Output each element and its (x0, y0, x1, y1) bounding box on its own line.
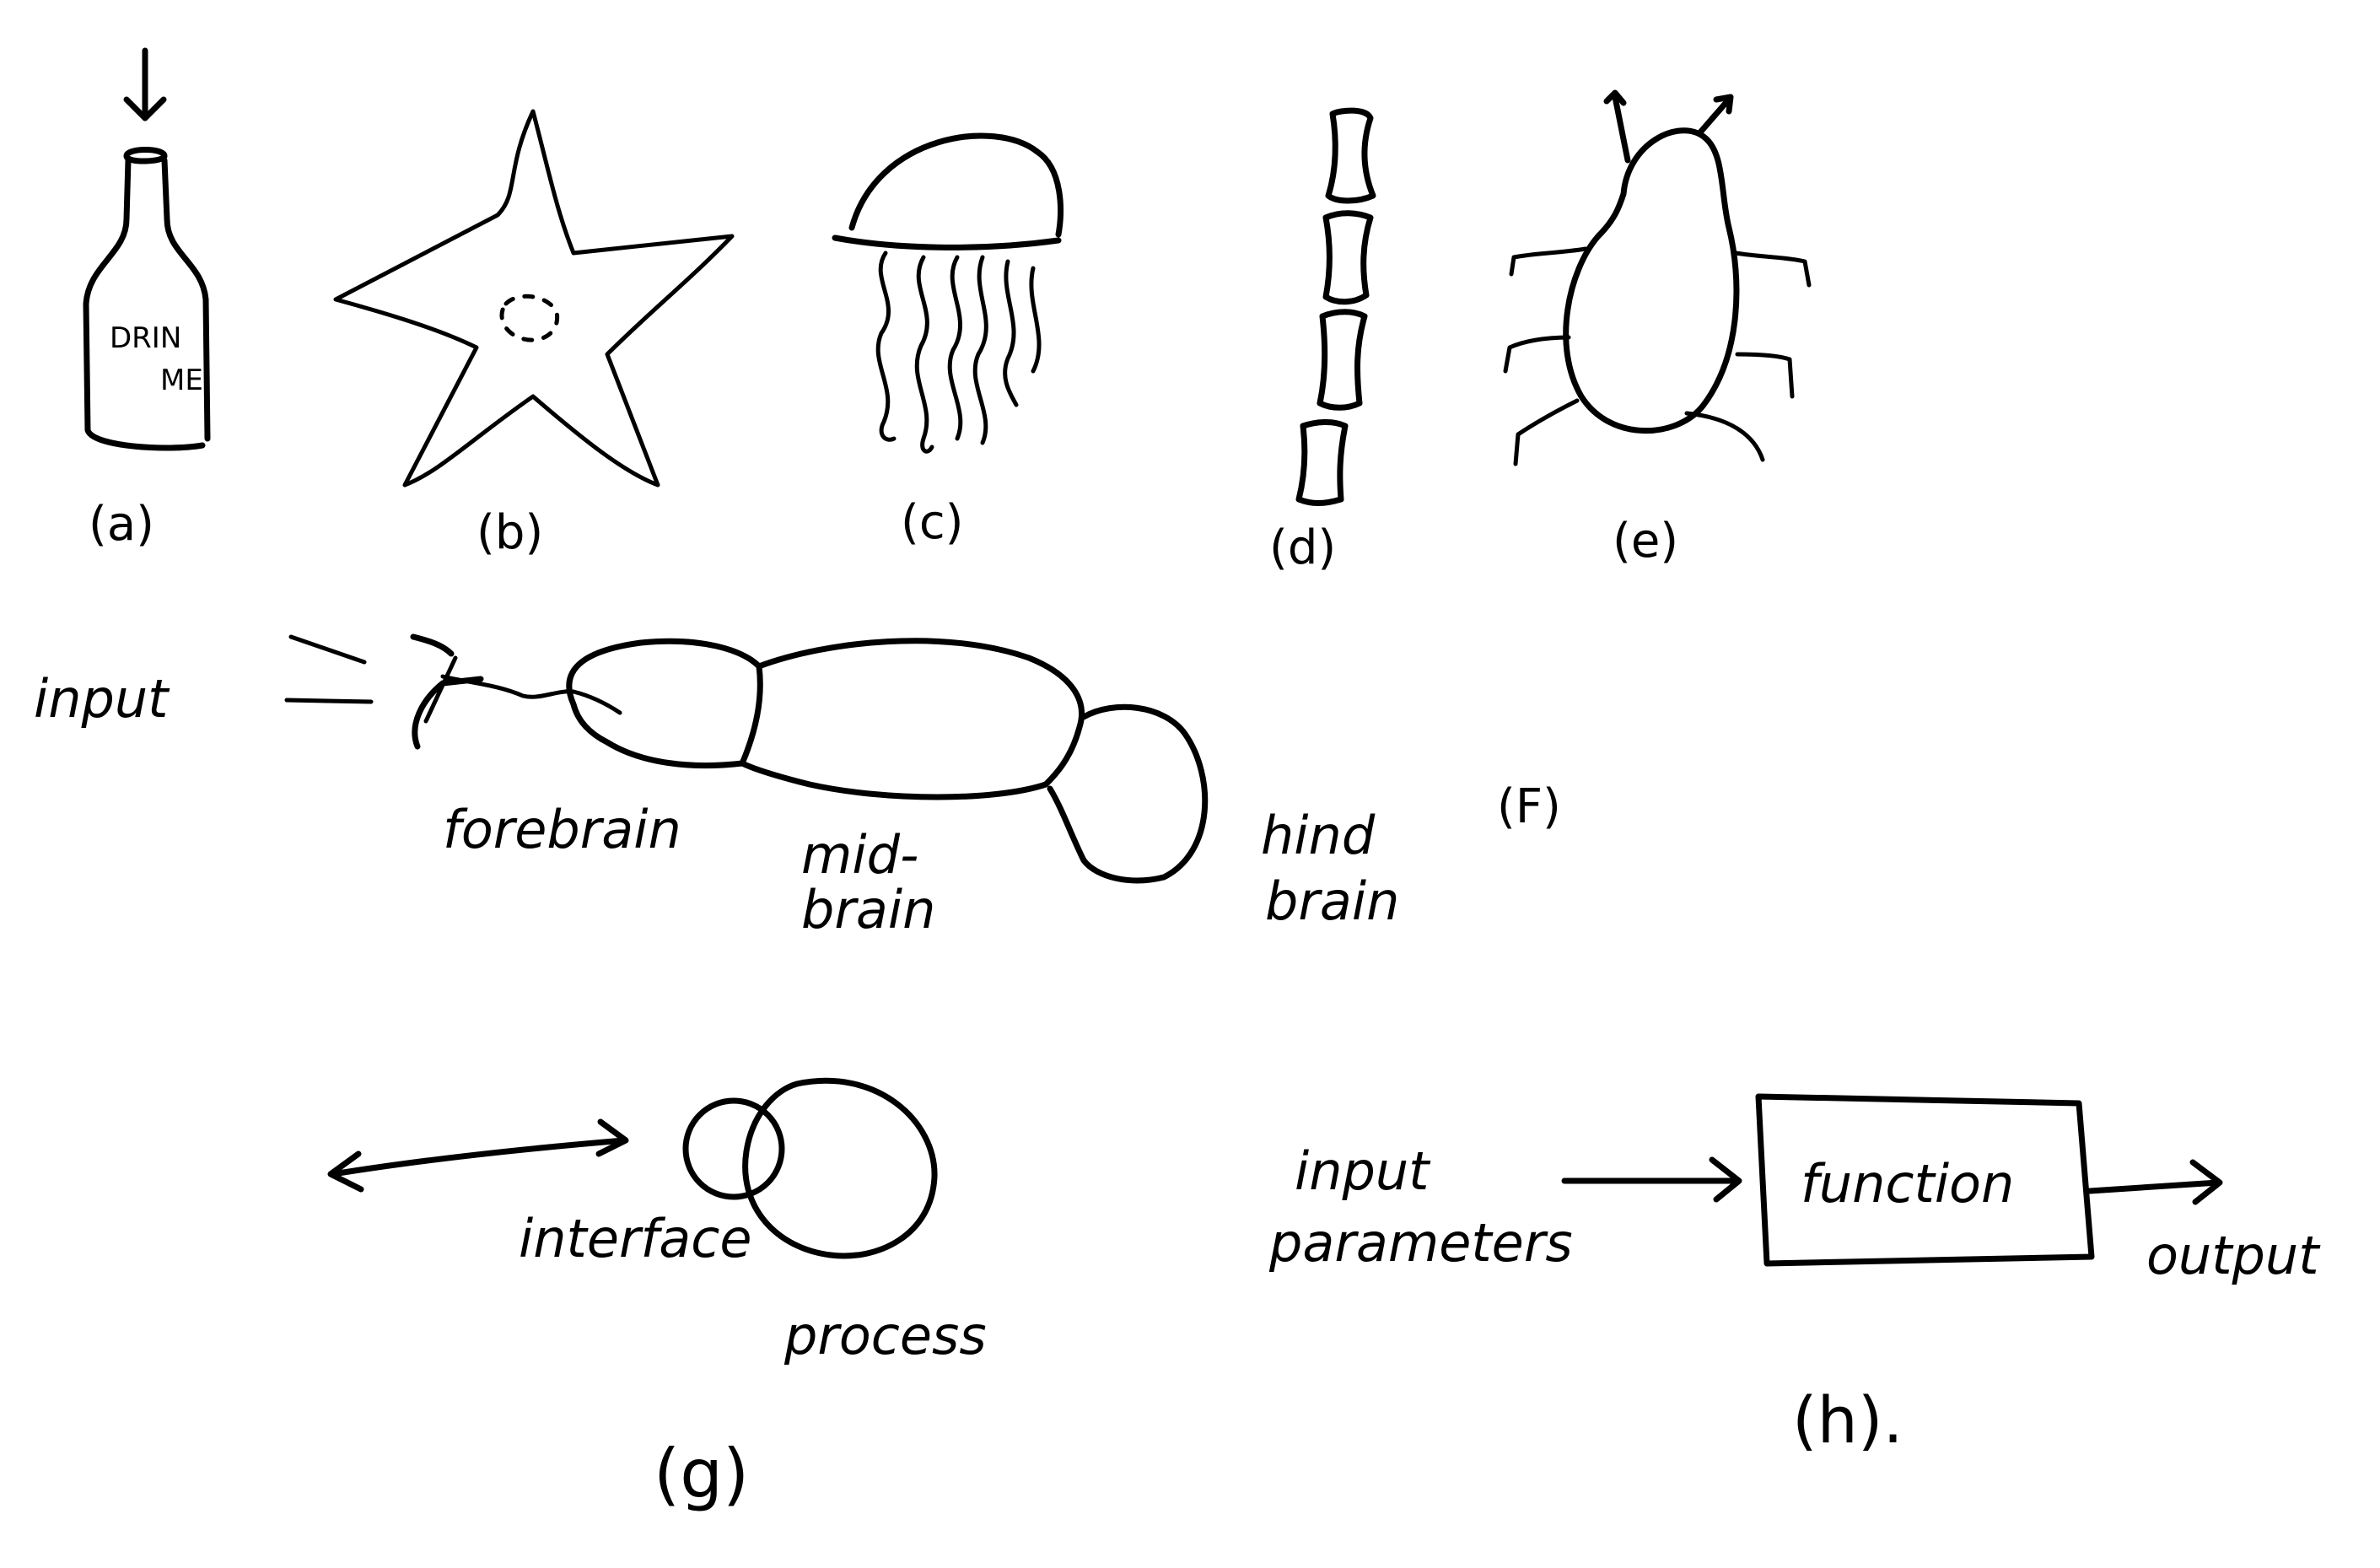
bug-drawing (1503, 89, 1812, 466)
output-arrow (2087, 1159, 2223, 1205)
parameters-label: parameters (1268, 1212, 1573, 1274)
interface-label: interface (519, 1208, 752, 1269)
panel-f: input forebrain mid- brain hind brain (F… (34, 633, 1561, 940)
panel-d-label: (d) (1269, 520, 1336, 575)
bottle-text-2: ME (160, 364, 203, 397)
panel-h: input parameters function output (h). (1268, 1093, 2321, 1458)
panel-f-label: (F) (1497, 779, 1561, 834)
process-circle (742, 1077, 938, 1259)
panel-g-label: (g) (654, 1435, 749, 1513)
panel-c-label: (c) (901, 495, 963, 550)
brain-drawing (410, 633, 1209, 884)
process-label: process (783, 1305, 987, 1366)
panel-a-label: (a) (89, 497, 154, 552)
input-lines (284, 634, 374, 704)
panel-e: (e) (1503, 89, 1812, 568)
panel-b-label: (b) (477, 505, 543, 560)
bottle-drawing: DRIN ME (83, 47, 211, 451)
input-arrow (1561, 1156, 1742, 1203)
input-label-f: input (34, 668, 170, 730)
hindbrain-label-2: brain (1265, 870, 1399, 932)
hindbrain-label-1: hind (1261, 805, 1376, 866)
starfish-center (499, 294, 560, 342)
output-label: output (2146, 1225, 2321, 1286)
panel-h-label: (h). (1792, 1382, 1903, 1458)
double-arrow (327, 1118, 629, 1193)
function-box (1755, 1093, 2095, 1267)
bottle-text-1: DRIN (110, 321, 181, 355)
panel-b: (b) (333, 109, 735, 560)
interface-circle (682, 1097, 785, 1200)
function-label: function (1801, 1153, 2014, 1215)
panel-e-label: (e) (1613, 514, 1678, 568)
input-label-h: input (1295, 1140, 1431, 1202)
midbrain-label-1: mid- (801, 824, 918, 886)
panel-c: (c) (832, 132, 1063, 550)
segments-drawing (1295, 107, 1376, 506)
jellyfish-drawing (832, 132, 1063, 454)
panel-g: interface process (g) (327, 1077, 987, 1513)
forebrain-label: forebrain (443, 799, 681, 860)
panel-d: (d) (1269, 107, 1376, 575)
midbrain-label-2: brain (801, 879, 935, 940)
starfish-drawing (333, 109, 735, 488)
panel-a: DRIN ME (a) (83, 47, 211, 552)
